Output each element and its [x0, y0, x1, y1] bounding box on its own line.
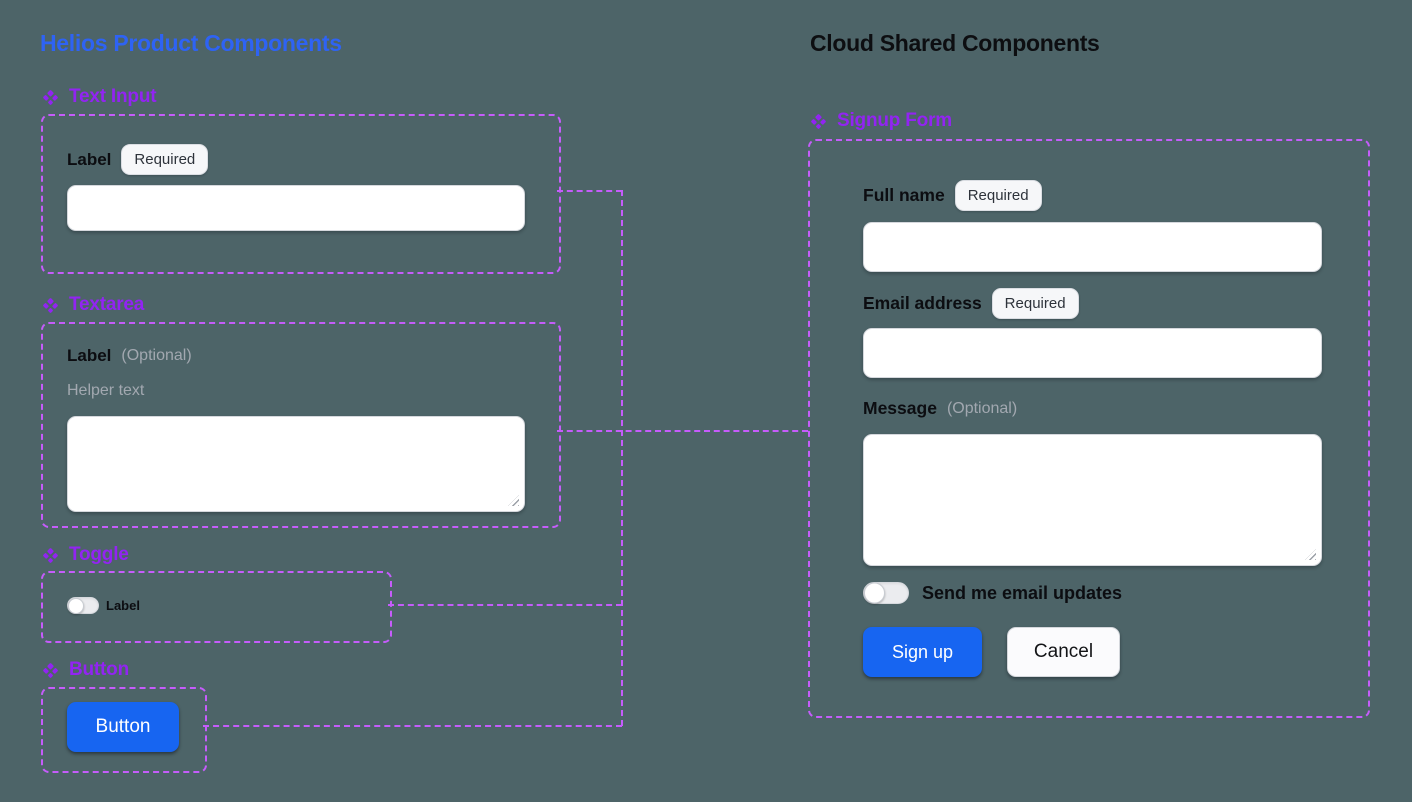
component-icon: [42, 547, 59, 563]
text-input-component-frame[interactable]: [41, 114, 561, 274]
cancel-button[interactable]: Cancel: [1007, 627, 1120, 677]
required-badge: Required: [954, 180, 1042, 211]
component-heading-label: Toggle: [69, 544, 129, 565]
textarea-field[interactable]: [67, 416, 525, 512]
text-input-field[interactable]: [67, 185, 525, 231]
component-heading-label: Button: [69, 659, 129, 680]
component-icon: [810, 113, 827, 129]
toggle-switch[interactable]: [67, 597, 99, 614]
toggle-knob: [68, 597, 84, 614]
component-heading-signup-form[interactable]: Signup Form: [808, 110, 952, 132]
right-page-title: Cloud Shared Components: [810, 30, 1100, 56]
component-heading-label: Signup Form: [837, 110, 952, 131]
textarea-label: Label: [67, 346, 112, 365]
required-badge: Required: [121, 144, 209, 175]
resize-handle[interactable]: [1305, 549, 1316, 560]
connector-text-input: [557, 190, 622, 192]
toggle-component-frame[interactable]: [41, 571, 392, 643]
component-icon: [42, 662, 59, 678]
email-updates-label: Send me email updates: [922, 583, 1123, 603]
sample-button[interactable]: Button: [67, 702, 179, 752]
component-heading-textarea[interactable]: Textarea: [40, 294, 144, 316]
component-icon: [42, 297, 59, 313]
signup-form-frame[interactable]: [808, 139, 1370, 718]
connector-bus: [621, 190, 623, 726]
component-icon: [42, 89, 59, 105]
message-textarea[interactable]: [863, 434, 1322, 566]
component-heading-text-input[interactable]: Text Input: [40, 86, 157, 108]
full-name-input[interactable]: [863, 222, 1322, 272]
text-input-label: Label: [67, 149, 112, 169]
component-heading-button[interactable]: Button: [40, 659, 129, 681]
connector-toggle: [388, 604, 622, 606]
component-heading-label: Textarea: [69, 294, 145, 315]
message-label: Message: [863, 398, 937, 418]
helper-text: Helper text: [67, 382, 145, 399]
component-heading-toggle[interactable]: Toggle: [40, 544, 129, 566]
sign-up-button[interactable]: Sign up: [863, 627, 982, 677]
optional-hint: (Optional): [946, 399, 1018, 417]
connector-button: [203, 725, 622, 727]
left-page-title: Helios Product Components: [40, 30, 342, 56]
connector-textarea-to-form: [557, 430, 808, 432]
optional-hint: (Optional): [121, 347, 192, 364]
toggle-label: Label: [106, 598, 140, 613]
toggle-knob: [864, 582, 885, 604]
email-updates-toggle[interactable]: [863, 582, 909, 604]
email-input[interactable]: [863, 328, 1322, 378]
email-label: Email address: [863, 293, 982, 313]
required-badge: Required: [991, 288, 1079, 319]
component-heading-label: Text Input: [69, 86, 157, 107]
textarea-component-frame[interactable]: [41, 322, 561, 528]
button-component-frame[interactable]: [41, 687, 207, 773]
full-name-label: Full name: [863, 185, 945, 205]
resize-handle[interactable]: [508, 495, 519, 506]
